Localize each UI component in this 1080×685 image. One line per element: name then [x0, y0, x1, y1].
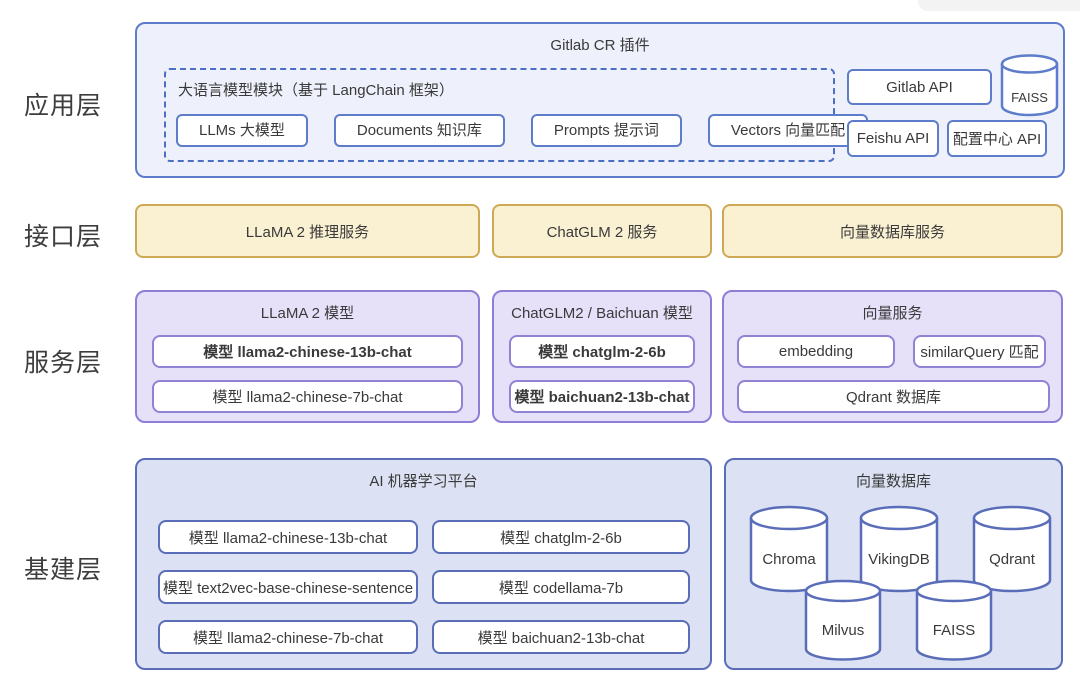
database-cylinder-icon [749, 505, 829, 593]
model-item: 模型 chatglm-2-6b [432, 520, 690, 554]
model-item-llama2-7b: 模型 llama2-chinese-7b-chat [152, 380, 463, 413]
top-right-artifact [918, 0, 1080, 11]
model-item: 模型 llama2-chinese-7b-chat [158, 620, 418, 654]
llama2-model-title: LLaMA 2 模型 [260, 305, 355, 322]
vector-service-title: 向量服务 [862, 305, 923, 322]
qdrant-label: Qdrant [989, 551, 1035, 569]
llm-module-group: 大语言模型模块（基于 LangChain 框架） LLMs 大模型 Docume… [164, 68, 869, 162]
vectors-item: Vectors 向量匹配 [707, 114, 869, 147]
gitlab-cr-plugin-box: Gitlab CR 插件 大语言模型模块（基于 LangChain 框架） LL… [135, 22, 1065, 178]
ml-platform-model-grid: 模型 llama2-chinese-13b-chat 模型 chatglm-2-… [158, 520, 694, 654]
documents-item: Documents 知识库 [333, 114, 505, 147]
vikingdb-cylinder: VikingDB [859, 505, 939, 594]
ai-ml-platform-group: AI 机器学习平台 模型 llama2-chinese-13b-chat 模型 … [135, 458, 712, 670]
gitlab-cr-plugin-title: Gitlab CR 插件 [550, 37, 650, 54]
milvus-cylinder: Milvus [804, 579, 882, 662]
llm-module-items: LLMs 大模型 Documents 知识库 Prompts 提示词 Vecto… [176, 114, 869, 147]
chatglm2-service-box: ChatGLM 2 服务 [492, 204, 712, 258]
chatglm-baichuan-model-title: ChatGLM2 / Baichuan 模型 [511, 305, 693, 322]
model-item-chatglm-2-6b: 模型 chatglm-2-6b [509, 335, 695, 368]
prompts-item: Prompts 提示词 [530, 114, 682, 147]
ai-ml-platform-title: AI 机器学习平台 [369, 473, 478, 490]
layer-label-interface: 接口层 [24, 223, 103, 251]
llama2-inference-service-box: LLaMA 2 推理服务 [135, 204, 480, 258]
chroma-cylinder: Chroma [749, 505, 829, 594]
vikingdb-label: VikingDB [868, 551, 930, 569]
vector-database-group: 向量数据库 Chroma VikingDB Qdrant [724, 458, 1063, 670]
model-item: 模型 llama2-chinese-13b-chat [158, 520, 418, 554]
faiss-label: FAISS [1011, 89, 1048, 105]
vector-db-service-box: 向量数据库服务 [722, 204, 1063, 258]
layer-label-infrastructure: 基建层 [24, 556, 103, 584]
vector-service-group: 向量服务 embedding similarQuery 匹配 Qdrant 数据… [722, 290, 1063, 423]
database-cylinder-icon [804, 579, 882, 661]
embedding-item: embedding [737, 335, 895, 368]
database-cylinder-icon [1000, 54, 1059, 117]
llama2-model-group: LLaMA 2 模型 模型 llama2-chinese-13b-chat 模型… [135, 290, 480, 423]
similarquery-item: similarQuery 匹配 [913, 335, 1046, 368]
llm-module-title: 大语言模型模块（基于 LangChain 框架） [178, 82, 454, 99]
database-cylinder-icon [915, 579, 993, 661]
vector-database-title: 向量数据库 [855, 473, 931, 490]
milvus-label: Milvus [821, 622, 865, 640]
chroma-label: Chroma [762, 551, 816, 569]
gitlab-api-box: Gitlab API [847, 69, 992, 105]
faiss-db-label: FAISS [932, 622, 976, 640]
model-item: 模型 text2vec-base-chinese-sentence [158, 570, 418, 604]
faiss-cylinder: FAISS [1000, 54, 1059, 118]
model-item-llama2-13b: 模型 llama2-chinese-13b-chat [152, 335, 463, 368]
qdrant-db-item: Qdrant 数据库 [737, 380, 1050, 413]
model-item-baichuan2-13b: 模型 baichuan2-13b-chat [509, 380, 695, 413]
layer-label-application: 应用层 [24, 92, 103, 120]
llms-item: LLMs 大模型 [176, 114, 308, 147]
feishu-api-box: Feishu API [847, 120, 939, 157]
config-center-api-box: 配置中心 API [947, 120, 1047, 157]
model-item: 模型 baichuan2-13b-chat [432, 620, 690, 654]
layer-label-service: 服务层 [24, 349, 103, 377]
chatglm-baichuan-model-group: ChatGLM2 / Baichuan 模型 模型 chatglm-2-6b 模… [492, 290, 712, 423]
model-item: 模型 codellama-7b [432, 570, 690, 604]
faiss-db-cylinder: FAISS [915, 579, 993, 662]
